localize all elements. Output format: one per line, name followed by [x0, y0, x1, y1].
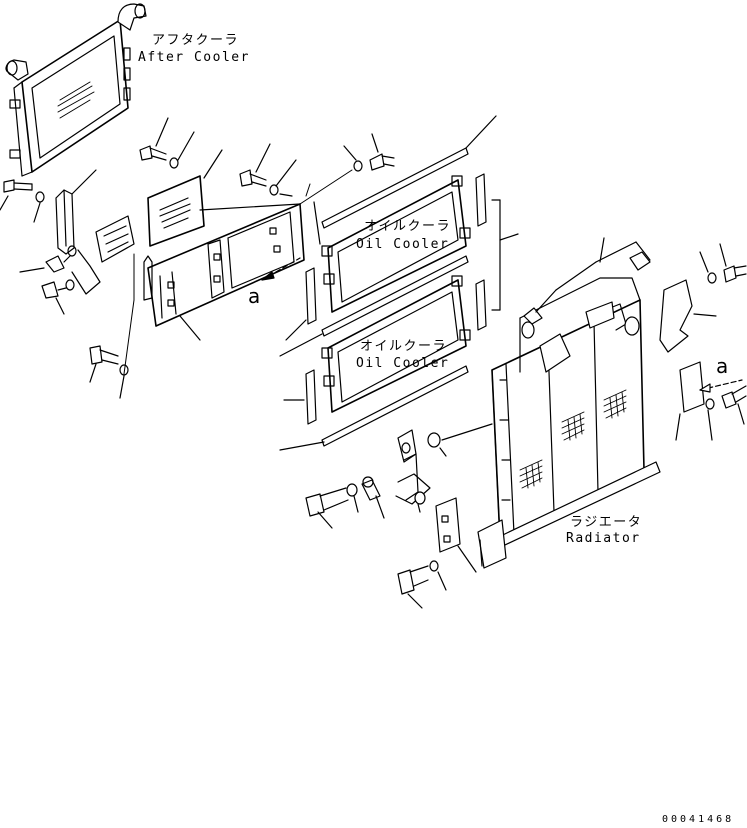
lower-mount-bracket: [396, 424, 492, 512]
lower-left-bolt: [90, 346, 128, 398]
radiator-cover-plate: [676, 362, 746, 440]
arrow-a-left: [262, 258, 300, 280]
elbow-fittings: [20, 246, 100, 314]
radiator-label-jp: ラジエータ: [570, 515, 643, 530]
figure-code: 00041468: [662, 814, 735, 825]
radiator-bottom-plate: [398, 498, 476, 608]
leader-lines: [124, 170, 352, 374]
center-frame: [144, 204, 304, 340]
after-cooler-label-jp: アフタクーラ: [152, 33, 240, 48]
radiator-cap-fittings: [524, 238, 650, 324]
radiator-mount-bolt: [306, 477, 384, 528]
arrow-a-right: [700, 380, 742, 392]
radiator-side-bracket: [660, 244, 746, 352]
oil-cooler-bolt-top: [344, 134, 394, 171]
after-cooler-plate: [96, 216, 134, 262]
after-cooler-bolt-left: [0, 180, 44, 222]
oil-cooler-lower-label-jp: オイルクーラ: [360, 339, 448, 354]
after-cooler-core: [6, 4, 146, 176]
oil-cooler-side-strips: [284, 174, 518, 424]
oil-cooler-upper-label-jp: オイルクーラ: [364, 219, 452, 234]
oil-cooler-upper-label-en: Oil Cooler: [356, 237, 450, 252]
view-reference-a-right: a: [716, 354, 729, 378]
center-bolt-2: [240, 144, 296, 196]
oil-cooler-seal-strip-bottom: [280, 366, 468, 450]
oil-cooler-seal-strip-mid: [280, 256, 468, 356]
shroud-plate: [148, 150, 222, 246]
center-bolt: [140, 118, 194, 168]
oil-cooler-upper: [314, 176, 470, 312]
oil-cooler-lower-label-en: Oil Cooler: [356, 356, 450, 371]
oil-cooler-lower: [322, 276, 470, 412]
oil-cooler-seal-strip-top: [322, 116, 496, 228]
view-reference-a-left: a: [248, 284, 261, 308]
radiator-label-en: Radiator: [566, 531, 641, 546]
radiator-grille: [520, 390, 626, 488]
after-cooler-bracket: [56, 170, 96, 254]
after-cooler-label-en: After Cooler: [138, 50, 250, 65]
